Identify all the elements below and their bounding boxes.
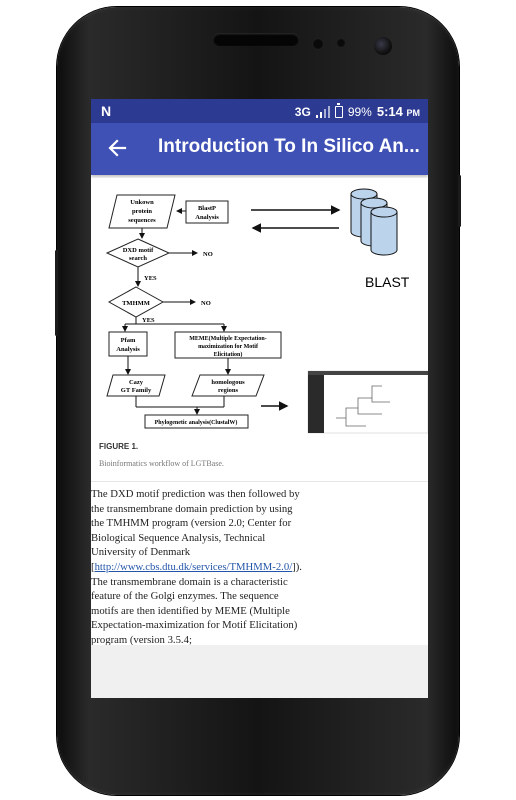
dxd-line-1: DXD motif bbox=[123, 247, 154, 254]
clock-time: 5:14 bbox=[376, 104, 403, 119]
start-line-3: sequences bbox=[128, 217, 156, 224]
clock-ampm: PM bbox=[406, 108, 421, 118]
meme-line-3: Elicitation) bbox=[214, 351, 243, 358]
pfam-node: Pfam Analysis bbox=[108, 331, 148, 357]
no-label-2: NO bbox=[201, 300, 211, 307]
tree-thumbnail bbox=[307, 370, 428, 434]
front-camera bbox=[374, 37, 392, 55]
yes-label-1: YES bbox=[144, 275, 157, 282]
tmhmm-link[interactable]: http://www.cbs.dtu.dk/services/TMHMM-2.0… bbox=[94, 560, 293, 573]
battery-percent: 99% bbox=[347, 104, 372, 119]
meme-line-1: MEME(Multiple Expectation- bbox=[189, 335, 267, 342]
phylo-label: Phylogenetic analysis(ClustalW) bbox=[155, 419, 238, 426]
homologous-node: homologous regions bbox=[191, 374, 265, 397]
light-sensor bbox=[336, 38, 346, 48]
start-line-2: protein bbox=[132, 208, 152, 215]
figure-card: Unkown protein sequences BlastP Analysis… bbox=[91, 178, 428, 482]
dxd-node: DXD motif search bbox=[105, 238, 171, 268]
cazy-line-2: GT Family bbox=[121, 387, 152, 394]
status-bar: N 3G 99% 5:14 PM bbox=[91, 99, 428, 123]
tmhmm-node: TMHMM bbox=[107, 286, 165, 318]
figure-label: FIGURE 1. bbox=[99, 442, 139, 451]
paragraph-text-1: The DXD motif prediction was then follow… bbox=[91, 488, 300, 573]
pfam-line-2: Analysis bbox=[116, 346, 140, 353]
database-icon bbox=[350, 188, 398, 256]
no-label-1: NO bbox=[203, 251, 213, 258]
dxd-line-2: search bbox=[129, 255, 147, 262]
tmhmm-label: TMHMM bbox=[122, 300, 150, 307]
cazy-line-1: Cazy bbox=[129, 379, 144, 386]
homologous-line-1: homologous bbox=[211, 379, 245, 386]
start-line-1: Unkown bbox=[130, 199, 154, 206]
app-bar: Introduction To In Silico An... bbox=[91, 123, 428, 175]
power-button[interactable] bbox=[458, 175, 461, 227]
start-node: Unkown protein sequences bbox=[108, 194, 176, 229]
page-title: Introduction To In Silico An... bbox=[158, 136, 420, 157]
workflow-diagram: Unkown protein sequences BlastP Analysis… bbox=[105, 188, 428, 434]
proximity-sensor bbox=[312, 38, 324, 50]
speaker-grille bbox=[213, 33, 299, 46]
meme-node: MEME(Multiple Expectation- maximization … bbox=[174, 331, 282, 359]
article-content[interactable]: Unkown protein sequences BlastP Analysis… bbox=[91, 175, 428, 698]
volume-button[interactable] bbox=[55, 250, 58, 336]
blastp-line-2: Analysis bbox=[195, 214, 219, 221]
phone-screen: N 3G 99% 5:14 PM Introduction To In Sili… bbox=[91, 99, 428, 698]
back-arrow-icon[interactable] bbox=[107, 138, 127, 158]
battery-icon bbox=[334, 102, 343, 118]
article-paragraph: The DXD motif prediction was then follow… bbox=[91, 487, 303, 648]
meme-line-2: maximization for Motif bbox=[198, 344, 259, 350]
signal-icon bbox=[315, 105, 330, 118]
cazy-node: Cazy GT Family bbox=[106, 374, 166, 397]
blastp-node: BlastP Analysis bbox=[185, 200, 229, 224]
notification-n-icon: N bbox=[101, 103, 112, 119]
paragraph-text-2: ]). The transmembrane domain is a charac… bbox=[91, 560, 302, 646]
homologous-line-2: regions bbox=[218, 387, 239, 394]
footer-area bbox=[91, 645, 428, 698]
network-type: 3G bbox=[294, 104, 311, 119]
yes-label-2: YES bbox=[142, 317, 155, 324]
blastp-line-1: BlastP bbox=[198, 205, 216, 212]
phylogenetic-node: Phylogenetic analysis(ClustalW) bbox=[144, 414, 249, 429]
blast-label: BLAST bbox=[365, 274, 410, 290]
clock: 5:14 PM bbox=[377, 104, 420, 119]
figure-caption: Bioinformatics workflow of LGTBase. bbox=[99, 459, 224, 468]
pfam-line-1: Pfam bbox=[121, 337, 136, 344]
